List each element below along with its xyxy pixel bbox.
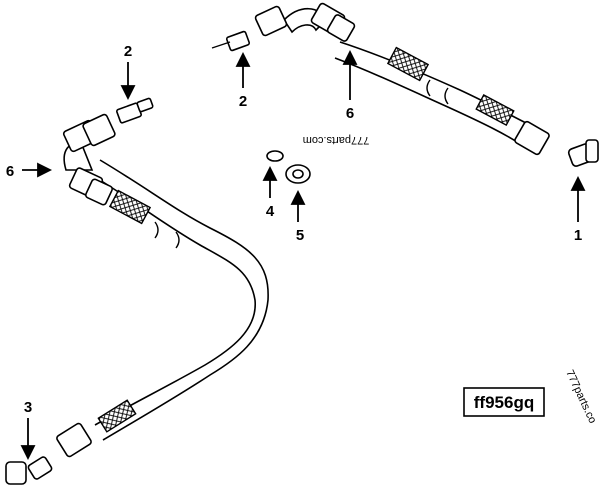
left-upper-hex-nut <box>62 113 116 153</box>
left-lower-elbow-fitting <box>5 456 53 485</box>
callout-2-right: 2 <box>239 93 247 110</box>
watermark-main: 777parts.com <box>303 134 370 146</box>
callout-1: 1 <box>574 227 582 244</box>
right-middle-hex-nut <box>310 2 356 42</box>
right-hose-break-mark <box>426 79 449 105</box>
left-hose-break-mark <box>154 221 180 249</box>
right-hose-braid-upper <box>386 46 430 82</box>
right-hose-braid-lower <box>475 94 515 126</box>
left-hose-braid-upper <box>108 189 152 225</box>
plug-part <box>285 164 311 184</box>
left-hose-assembly <box>5 97 269 485</box>
callout-4: 4 <box>266 203 275 220</box>
right-upper-hex-nut <box>254 5 288 37</box>
callout-6-left: 6 <box>6 163 14 180</box>
left-lower-hex-nut <box>56 422 92 458</box>
callout-3: 3 <box>24 399 32 416</box>
left-adapter-fitting <box>116 97 154 124</box>
right-lower-elbow-fitting <box>567 139 599 167</box>
left-hose-body-inner <box>99 159 269 441</box>
watermark-edge: 777parts.co <box>563 368 598 425</box>
right-lower-hex-nut <box>514 120 550 156</box>
part-code: ff956gq <box>474 393 534 412</box>
right-hose-body-inner <box>334 57 523 146</box>
part-code-box: ff956gq <box>463 387 545 417</box>
leader-arrows <box>20 49 586 461</box>
callout-6-right: 6 <box>346 105 354 122</box>
callout-2-left: 2 <box>124 43 132 60</box>
right-adapter-fitting <box>211 30 251 52</box>
left-middle-hex-nut <box>68 167 114 206</box>
right-hose-assembly <box>211 2 599 167</box>
callout-5: 5 <box>296 227 304 244</box>
left-hose-body <box>91 174 256 426</box>
left-hose-braid-lower <box>97 399 137 433</box>
o-ring-part <box>266 150 284 162</box>
